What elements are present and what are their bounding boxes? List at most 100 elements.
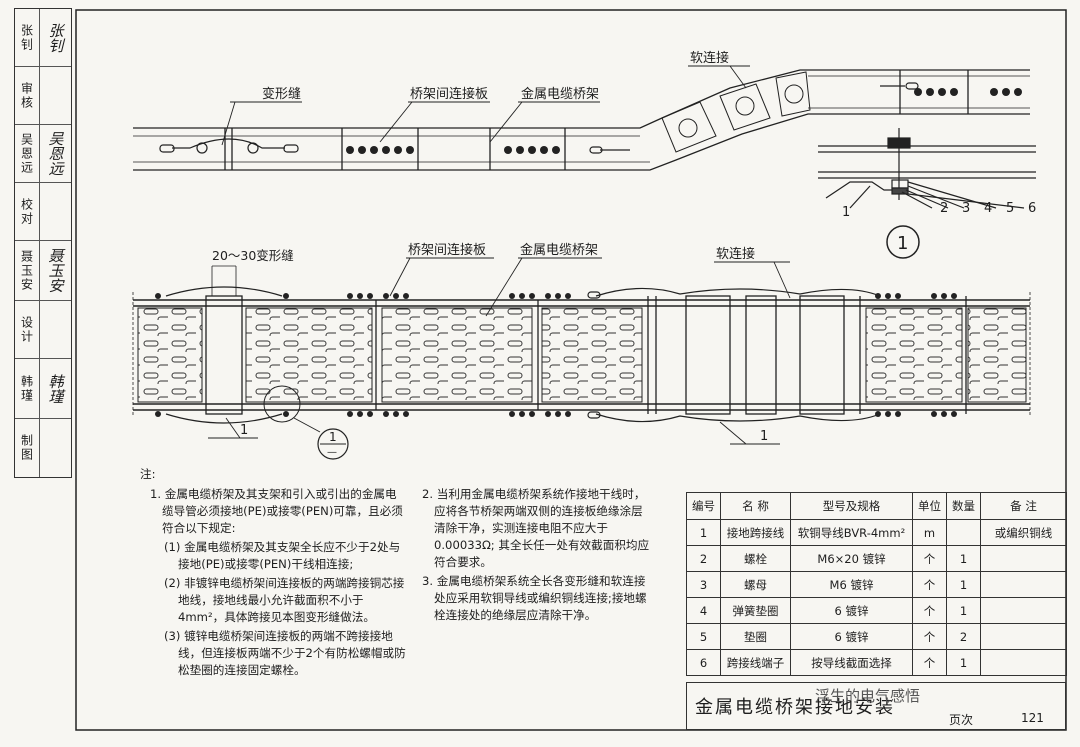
bom-cell: 1 xyxy=(946,597,981,624)
bom-cell xyxy=(980,571,1067,598)
bom-cell: 1 xyxy=(686,519,721,546)
bom-cell: 弹簧垫圈 xyxy=(720,597,791,624)
label-plate-main: 桥架间连接板 xyxy=(408,242,486,258)
note-item: (2) 非镀锌电缆桥架间连接板的两端跨接铜芯接地线，接地线最小允许截面积不小于4… xyxy=(164,576,405,624)
bom-cell: 螺母 xyxy=(720,571,791,598)
label-joint-main: 20～30变形缝 xyxy=(212,248,294,263)
watermark-text: 浮生的电气感悟 xyxy=(815,687,921,705)
bom-cell: 1 xyxy=(946,545,981,572)
note-item: (3) 镀锌电缆桥架间连接板的两端不跨接接地线，但连接板两端不少于2个有防松螺帽… xyxy=(164,629,406,677)
signature-role: 聂玉安 xyxy=(15,241,40,300)
bolt-row xyxy=(346,88,1022,154)
bom-cell: 个 xyxy=(912,597,947,624)
notes-column-right: 2. 当利用金属电缆桥架系统作接地干线时，应将各节桥架两端双侧的连接板绝缘涂层清… xyxy=(422,486,652,626)
table-row: 1 接地跨接线 软铜导线BVR-4mm² m 或编织铜线 xyxy=(686,519,1067,546)
signature-role: 制图 xyxy=(15,419,40,477)
bom-cell: 3 xyxy=(686,571,721,598)
bom-cell: 螺栓 xyxy=(720,545,791,572)
detail-ref-num: 1 xyxy=(329,430,337,444)
tray-side-view xyxy=(133,69,1030,171)
bom-cell: 垫圈 xyxy=(720,623,791,650)
note-item: 2. 当利用金属电缆桥架系统作接地干线时，应将各节桥架两端双侧的连接板绝缘涂层清… xyxy=(422,487,650,569)
bom-cell: 2 xyxy=(686,545,721,572)
bom-header: 编号 xyxy=(686,492,721,520)
drawing-title: 金属电缆桥架接地安装 xyxy=(695,697,895,718)
bom-cell: 个 xyxy=(912,623,947,650)
table-row: 4 弹簧垫圈 6 镀锌 个 1 xyxy=(686,597,1067,624)
signature-cell: 张钊 张钊 xyxy=(15,9,71,67)
callout-1-left: 1 xyxy=(240,423,248,438)
bom-header: 型号及规格 xyxy=(790,492,913,520)
table-row: 2 螺栓 M6×20 镀锌 个 1 xyxy=(686,545,1067,572)
detail-1 xyxy=(818,128,1036,259)
note-item: 3. 金属电缆桥架系统全长各变形缝和软连接处应采用软铜导线或编织铜线连接;接地螺… xyxy=(422,574,647,622)
label-soft-top: 软连接 xyxy=(690,50,729,66)
notes-column-left: 1. 金属电缆桥架及其支架和引入或引出的金属电缆导管必须接地(PE)或接零(PE… xyxy=(150,486,408,681)
signature-cell: 吴恩远 吴恩远 xyxy=(15,125,71,183)
ground-jumper xyxy=(159,82,919,154)
edge-bolts xyxy=(155,293,957,417)
bom-header: 单位 xyxy=(912,492,947,520)
bom-cell xyxy=(980,597,1067,624)
bom-cell: 1 xyxy=(946,571,981,598)
detail-part-5: 5 xyxy=(1006,201,1014,216)
page-label: 页次 xyxy=(949,713,974,727)
detail-part-1: 1 xyxy=(842,205,850,220)
bom-cell: M6×20 镀锌 xyxy=(790,545,913,572)
detail-ref-den: — xyxy=(327,447,337,458)
bom-header: 名 称 xyxy=(720,492,791,520)
bom-cell xyxy=(980,649,1067,676)
table-row: 3 螺母 M6 镀锌 个 1 xyxy=(686,571,1067,598)
signature-role: 韩瑾 xyxy=(15,359,40,418)
tray-plan-view xyxy=(132,292,1031,415)
detail-part-4: 4 xyxy=(984,201,992,216)
note-item: (1) 金属电缆桥架及其支架全长应不少于2处与接地(PE)或接零(PEN)干线相… xyxy=(164,540,401,571)
bom-cell xyxy=(980,545,1067,572)
bom-cell: 个 xyxy=(912,649,947,676)
bom-header: 数量 xyxy=(946,492,981,520)
label-tray-main: 金属电缆桥架 xyxy=(520,242,598,258)
notes-heading: 注: xyxy=(140,467,156,481)
bom-header: 备 注 xyxy=(980,492,1067,520)
signature-role: 校对 xyxy=(15,183,40,240)
signature-cell: 制图 xyxy=(15,419,71,477)
bom-cell: 4 xyxy=(686,597,721,624)
bom-cell: m xyxy=(912,519,947,546)
signature-cell: 审核 xyxy=(15,67,71,125)
bom-cell: 个 xyxy=(912,545,947,572)
table-row: 6 跨接线端子 按导线截面选择 个 1 xyxy=(686,649,1067,676)
detail-circle-label: 1 xyxy=(897,233,908,254)
bom-cell: 或编织铜线 xyxy=(980,519,1067,546)
drawing-frame xyxy=(75,9,1067,731)
signature-cell: 设计 xyxy=(15,301,71,359)
bom-cell: 跨接线端子 xyxy=(720,649,791,676)
callout-1-right: 1 xyxy=(760,429,768,444)
note-item: 1. 金属电缆桥架及其支架和引入或引出的金属电缆导管必须接地(PE)或接零(PE… xyxy=(150,487,403,535)
label-plate-top: 桥架间连接板 xyxy=(410,86,488,102)
bom-cell: 接地跨接线 xyxy=(720,519,791,546)
title-block: 金属电缆桥架接地安装 浮生的电气感悟 页次 121 xyxy=(686,682,1066,730)
detail-part-2: 2 xyxy=(940,201,948,216)
signature-mark: 吴恩远 xyxy=(46,131,65,176)
bom-cell: 软铜导线BVR-4mm² xyxy=(790,519,913,546)
bom-cell: 2 xyxy=(946,623,981,650)
signature-column: 张钊 张钊 审核 吴恩远 吴恩远 校对 聂玉安 聂玉安 设计 韩瑾 韩瑾 制图 xyxy=(14,8,72,478)
signature-role: 设计 xyxy=(15,301,40,358)
bom-table: 编号 名 称 型号及规格 单位 数量 备 注 1 接地跨接线 软铜导线BVR-4… xyxy=(686,492,1067,676)
label-tray-top: 金属电缆桥架 xyxy=(521,86,599,102)
bom-cell: 6 镀锌 xyxy=(790,623,913,650)
signature-mark: 韩瑾 xyxy=(46,373,65,404)
bom-cell: 个 xyxy=(912,571,947,598)
signature-role: 吴恩远 xyxy=(15,125,40,182)
signature-mark: 张钊 xyxy=(46,22,65,53)
signature-role: 张钊 xyxy=(15,9,40,66)
bom-cell xyxy=(980,623,1067,650)
signature-mark: 聂玉安 xyxy=(46,248,65,293)
detail-part-3: 3 xyxy=(962,201,970,216)
bom-cell: 5 xyxy=(686,623,721,650)
bom-cell: 按导线截面选择 xyxy=(790,649,913,676)
leader-lines xyxy=(221,65,750,146)
bom-cell: 6 xyxy=(686,649,721,676)
